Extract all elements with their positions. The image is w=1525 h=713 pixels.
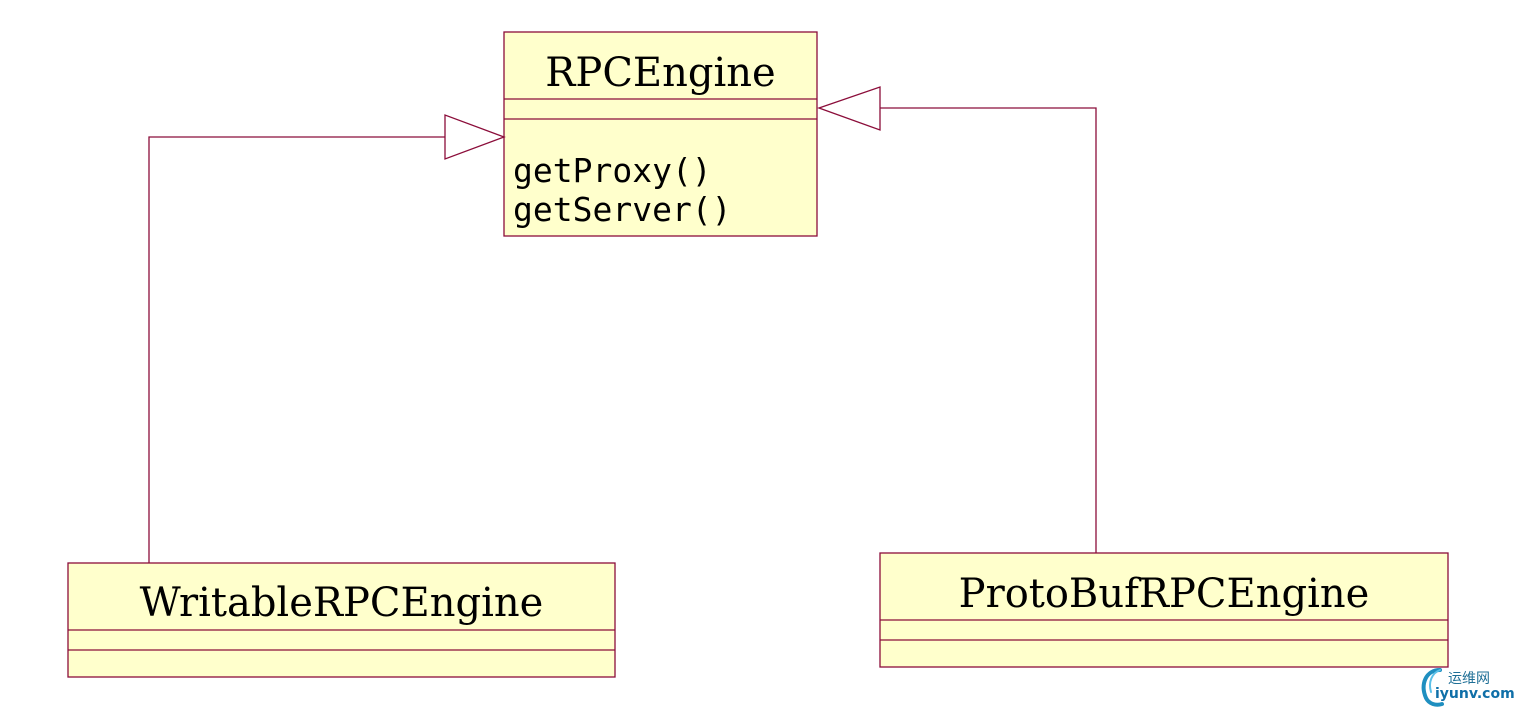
watermark-chinese-text: 运维网 bbox=[1448, 671, 1490, 687]
inheritance-arrowhead-writable bbox=[444, 114, 506, 160]
method-get-server: getServer() bbox=[513, 190, 732, 229]
method-get-proxy: getProxy() bbox=[513, 151, 712, 190]
watermark-logo: 运维网 iyunv.com bbox=[1418, 664, 1520, 708]
class-protobuf-rpcengine[interactable]: ProtoBufRPCEngine bbox=[879, 552, 1449, 668]
generalization-writable-to-rpcengine bbox=[148, 114, 506, 563]
class-rpcengine-box bbox=[503, 31, 818, 237]
inheritance-arrowhead-protobuf bbox=[817, 86, 881, 131]
watermark-site-text: iyunv.com bbox=[1435, 686, 1515, 702]
class-rpcengine-name: RPCEngine bbox=[545, 50, 775, 96]
class-protobuf-rpcengine-box bbox=[879, 552, 1449, 668]
class-writable-rpcengine-name: WritableRPCEngine bbox=[140, 580, 544, 626]
class-rpcengine[interactable]: RPCEngine getProxy() getServer() bbox=[503, 31, 818, 237]
inheritance-line-protobuf bbox=[880, 107, 1097, 553]
class-writable-rpcengine-box bbox=[67, 562, 616, 678]
class-protobuf-rpcengine-name: ProtoBufRPCEngine bbox=[959, 571, 1370, 617]
inheritance-line-writable bbox=[148, 136, 445, 563]
generalization-protobuf-to-rpcengine bbox=[817, 86, 1097, 553]
class-writable-rpcengine[interactable]: WritableRPCEngine bbox=[67, 562, 616, 678]
c-swoosh-logo-icon bbox=[1421, 668, 1444, 707]
